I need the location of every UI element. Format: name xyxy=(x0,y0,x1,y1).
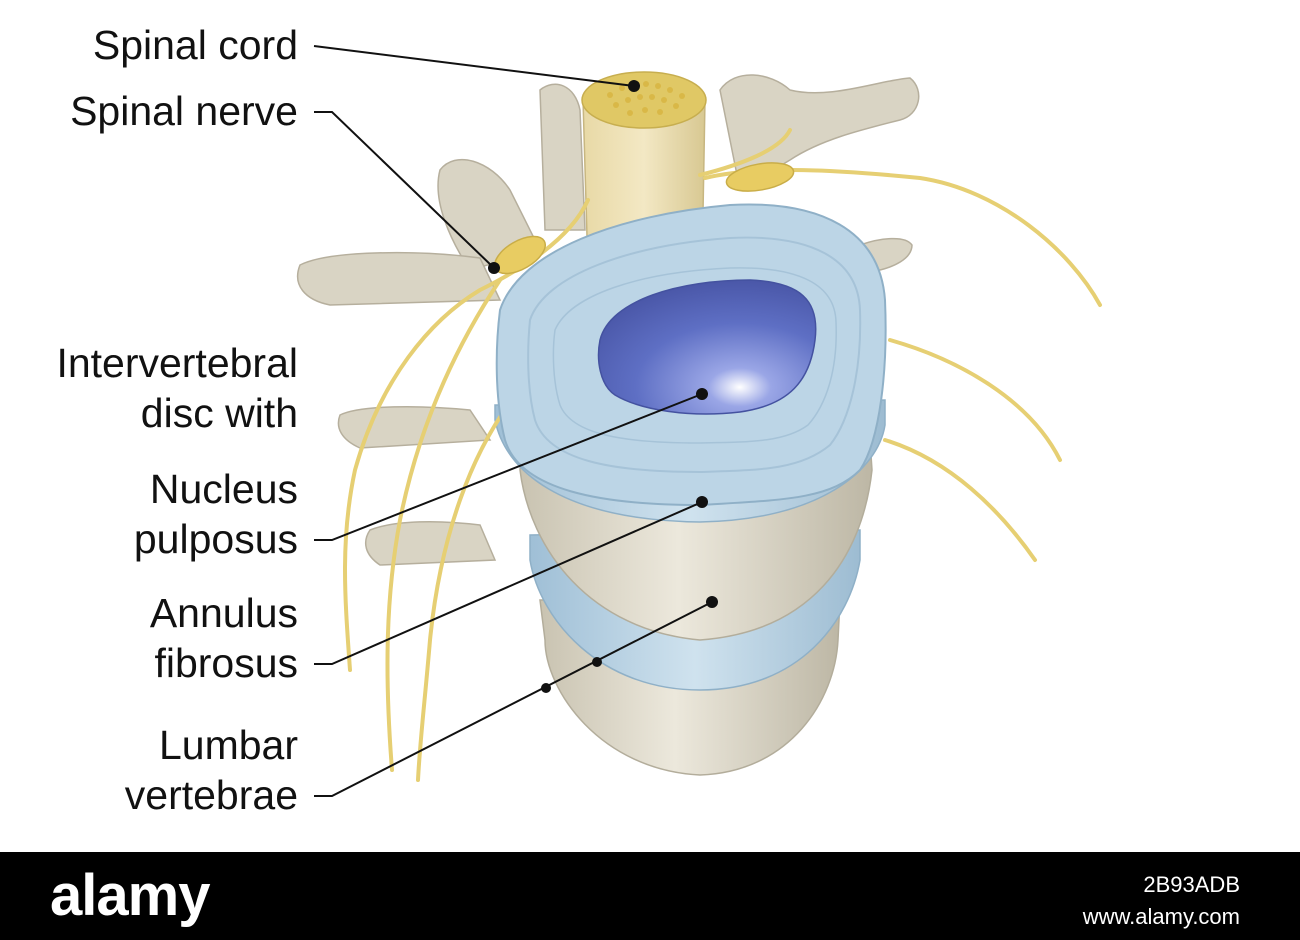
dot-annulus xyxy=(696,496,708,508)
label-annulus-line1: Annulus xyxy=(149,590,298,636)
label-intervertebral-line1: Intervertebral xyxy=(56,340,298,386)
watermark-footer: alamy 2B93ADB www.alamy.com xyxy=(0,852,1300,940)
leader-line-spinal-nerve xyxy=(314,111,495,269)
dot-spinal-nerve xyxy=(488,262,500,274)
spine-illustration xyxy=(296,45,1102,797)
leader-line-spinal-cord xyxy=(313,45,635,87)
dot-lumbar-1 xyxy=(706,596,718,608)
nerve-ganglia xyxy=(494,162,795,275)
diagram-canvas: Spinal cord Spinal nerve Intervertebral … xyxy=(56,22,1102,818)
label-intervertebral-line2: disc with xyxy=(140,390,298,436)
leader-dots xyxy=(488,80,718,693)
site-url: www.alamy.com xyxy=(1082,904,1240,929)
dot-lumbar-3 xyxy=(541,683,551,693)
dot-lumbar-2 xyxy=(592,657,602,667)
label-nucleus-line1: Nucleus xyxy=(149,466,298,512)
label-lumbar-line2: vertebrae xyxy=(124,772,298,818)
label-lumbar-line1: Lumbar xyxy=(158,722,298,768)
dot-nucleus xyxy=(696,388,708,400)
image-id: 2B93ADB xyxy=(1143,872,1240,897)
label-annulus-line2: fibrosus xyxy=(154,640,298,686)
leader-line-nucleus xyxy=(314,393,703,541)
label-spinal-nerve: Spinal nerve xyxy=(70,88,298,134)
vertebral-processes xyxy=(296,74,920,566)
label-spinal-cord: Spinal cord xyxy=(92,22,298,68)
leader-line-annulus xyxy=(314,501,703,665)
label-nucleus-line2: pulposus xyxy=(133,516,298,562)
dot-spinal-cord xyxy=(628,80,640,92)
brand-logo: alamy xyxy=(50,863,210,928)
leader-lines xyxy=(313,45,713,797)
intervertebral-disc xyxy=(495,203,887,507)
leader-line-lumbar xyxy=(314,601,713,797)
